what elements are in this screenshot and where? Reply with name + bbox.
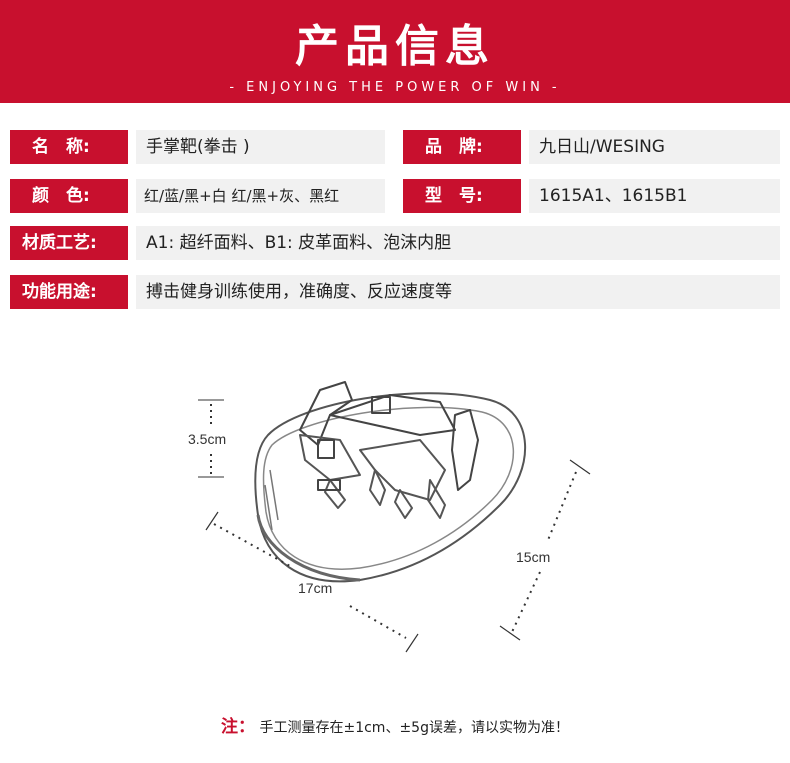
spec-value-material: A1: 超纤面料、B1: 皮革面料、泡沫内胆 <box>136 226 780 260</box>
spec-value-color: 红/蓝/黑+白 红/黑+灰、黑红 <box>136 179 385 213</box>
width-label: 15cm <box>516 549 550 565</box>
spec-row-material: 材质工艺: A1: 超纤面料、B1: 皮革面料、泡沫内胆 <box>0 226 790 260</box>
spec-row-name: 名 称: 手掌靶(拳击 ) 品 牌: 九日山/WESING <box>0 130 790 164</box>
spec-row-color: 颜 色: 红/蓝/黑+白 红/黑+灰、黑红 型 号: 1615A1、1615B1 <box>0 179 790 213</box>
height-label: 3.5cm <box>188 431 226 447</box>
note-text: 手工测量存在±1cm、±5g误差，请以实物为准！ <box>259 720 569 736</box>
spec-label-usage: 功能用途: <box>10 275 128 309</box>
spec-value-model: 1615A1、1615B1 <box>529 179 780 213</box>
length-label: 17cm <box>298 580 332 596</box>
page-subtitle: - ENJOYING THE POWER OF WIN - <box>229 80 561 95</box>
spec-label-name: 名 称: <box>10 130 128 164</box>
page-title: 产品信息 <box>295 21 495 72</box>
product-sketch: 3.5cm 17cm 15cm <box>188 381 591 653</box>
spec-value-name: 手掌靶(拳击 ) <box>136 130 385 164</box>
note-mark: 注： <box>221 717 256 737</box>
length-dimension <box>205 511 419 653</box>
width-dimension <box>499 459 591 641</box>
spec-value-usage: 搏击健身训练使用，准确度、反应速度等 <box>136 275 780 309</box>
header-banner: 产品信息 - ENJOYING THE POWER OF WIN - <box>0 0 790 103</box>
spec-row-usage: 功能用途: 搏击健身训练使用，准确度、反应速度等 <box>0 275 790 309</box>
spec-label-material: 材质工艺: <box>10 226 128 260</box>
focus-pad-drawing <box>254 381 527 583</box>
spec-label-model: 型 号: <box>403 179 521 213</box>
spec-label-color: 颜 色: <box>10 179 128 213</box>
height-dimension <box>198 399 224 478</box>
spec-value-brand: 九日山/WESING <box>529 130 780 164</box>
footer-note: 注： 手工测量存在±1cm、±5g误差，请以实物为准！ <box>0 712 790 737</box>
spec-label-brand: 品 牌: <box>403 130 521 164</box>
